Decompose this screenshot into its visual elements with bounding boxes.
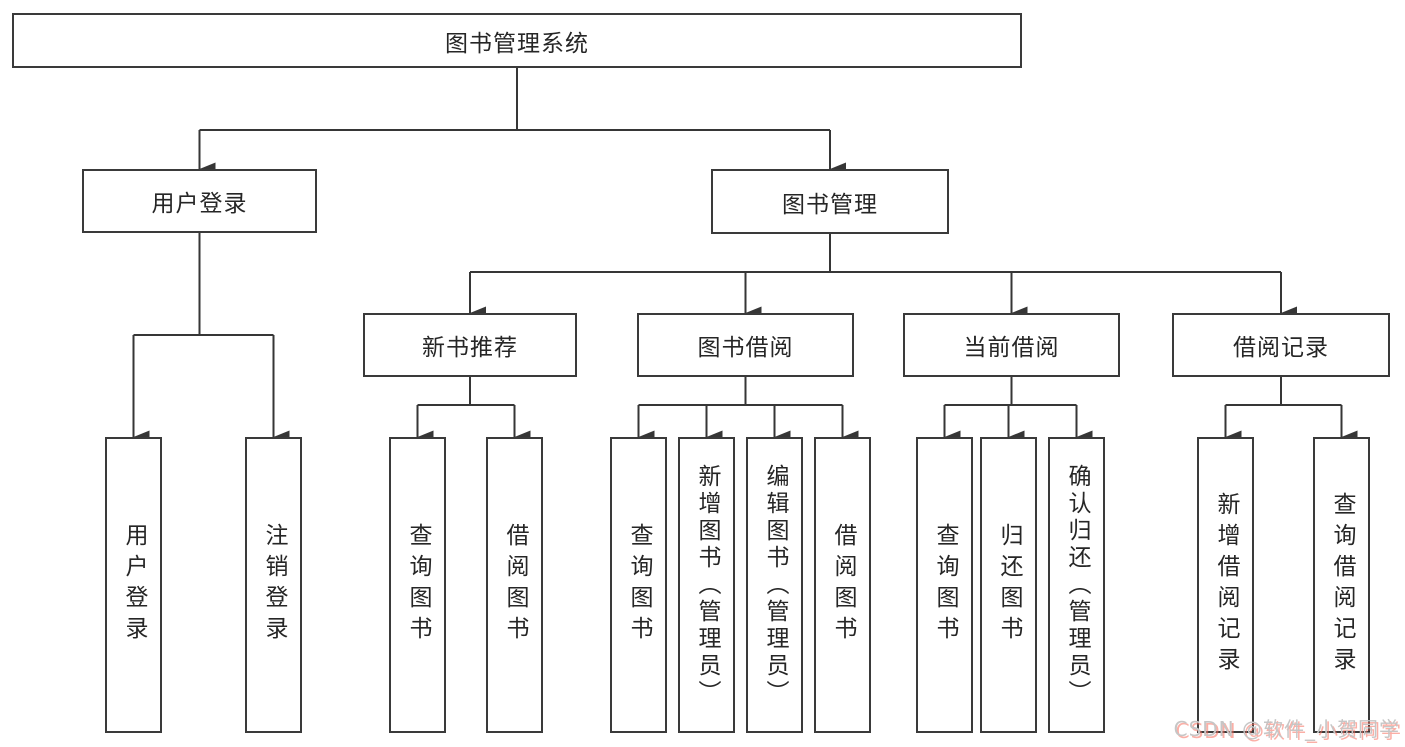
leaf-user-login: 用户登录: [105, 437, 162, 733]
leaf-borrow-books-borrow: 借阅图书: [814, 437, 871, 733]
leaf-query-books-borrow: 查询图书: [610, 437, 667, 733]
leaf-add-borrow-record: 新增借阅记录: [1197, 437, 1254, 733]
connectors-current-borrowing: [943, 377, 1093, 444]
node-current-borrowing: 当前借阅: [903, 313, 1120, 377]
leaf-query-borrow-record: 查询借阅记录: [1313, 437, 1370, 733]
connectors-new-book-recommendation: [416, 377, 531, 444]
leaf-return-books: 归还图书: [980, 437, 1037, 733]
node-new-book-recommendation: 新书推荐: [363, 313, 577, 377]
node-user-login: 用户登录: [82, 169, 317, 233]
leaf-confirm-return-admin: 确认归还（管理员）: [1048, 437, 1105, 733]
leaf-edit-books-admin: 编辑图书（管理员）: [746, 437, 803, 733]
connectors-borrowing-records: [1224, 377, 1358, 444]
leaf-query-books-recommend: 查询图书: [389, 437, 446, 733]
node-borrowing-records: 借阅记录: [1172, 313, 1390, 377]
connectors-book-borrowing: [637, 377, 859, 444]
leaf-logout-login: 注销登录: [245, 437, 302, 733]
node-book-management: 图书管理: [711, 169, 949, 234]
node-book-borrowing: 图书借阅: [637, 313, 854, 377]
root-node-library-management-system: 图书管理系统: [12, 13, 1022, 68]
connectors-user-login: [132, 233, 290, 444]
connectors-book-management: [469, 234, 1297, 320]
connectors-root: [198, 68, 846, 176]
leaf-query-books-current: 查询图书: [916, 437, 973, 733]
leaf-add-books-admin: 新增图书（管理员）: [678, 437, 735, 733]
leaf-borrow-books-recommend: 借阅图书: [486, 437, 543, 733]
csdn-watermark: CSDN @软件_小贺同学: [1173, 717, 1400, 741]
